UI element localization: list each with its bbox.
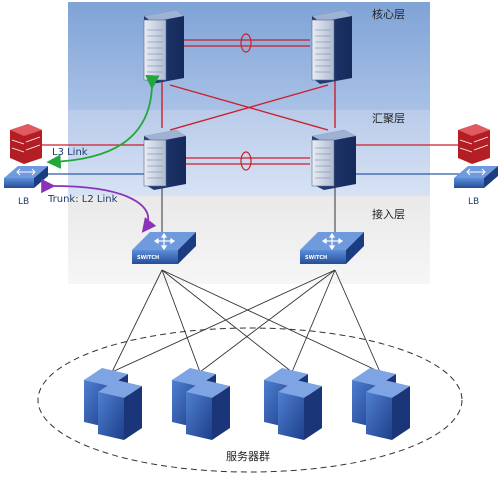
server-group-boundary: [37, 327, 463, 473]
left-load-balancer-icon: [4, 166, 48, 188]
server-stack-3: [264, 368, 322, 440]
server-cabling: [111, 269, 381, 373]
aggregation-switch-right: [311, 130, 356, 190]
core-switch-right: [311, 10, 352, 84]
access-layer-label: 接入层: [372, 208, 405, 221]
left-lb-label: LB: [18, 197, 29, 207]
access-switch-left: SWITCH: [132, 232, 196, 264]
server-stack-2: [172, 368, 230, 440]
core-interconnect: [182, 33, 310, 53]
server-group-label: 服务器群: [226, 449, 270, 463]
l2-trunk-arrow: [41, 178, 157, 233]
aggregation-layer-label: 汇聚层: [372, 112, 405, 125]
aggregation-switch-left: [143, 130, 186, 190]
access-switch-left-label: SWITCH: [137, 255, 159, 261]
access-switch-right: SWITCH: [300, 232, 364, 264]
l2-trunk-label: Trunk: L2 Link: [47, 194, 118, 205]
access-switch-right-label: SWITCH: [305, 255, 327, 261]
aggregation-interconnect: [182, 151, 310, 171]
core-aggregation-links: [161, 80, 336, 131]
server-stack-4: [352, 368, 410, 440]
right-lb-label: LB: [468, 197, 479, 207]
core-layer-label: 核心层: [372, 7, 405, 21]
server-stack-1: [84, 368, 142, 440]
left-firewall-icon: [10, 124, 42, 164]
l3-link-arrow: [46, 74, 160, 169]
right-load-balancer-icon: [454, 166, 498, 188]
core-switch-left: [143, 10, 184, 84]
l3-link-label: L3 Link: [52, 147, 88, 158]
right-firewall-icon: [458, 124, 490, 164]
